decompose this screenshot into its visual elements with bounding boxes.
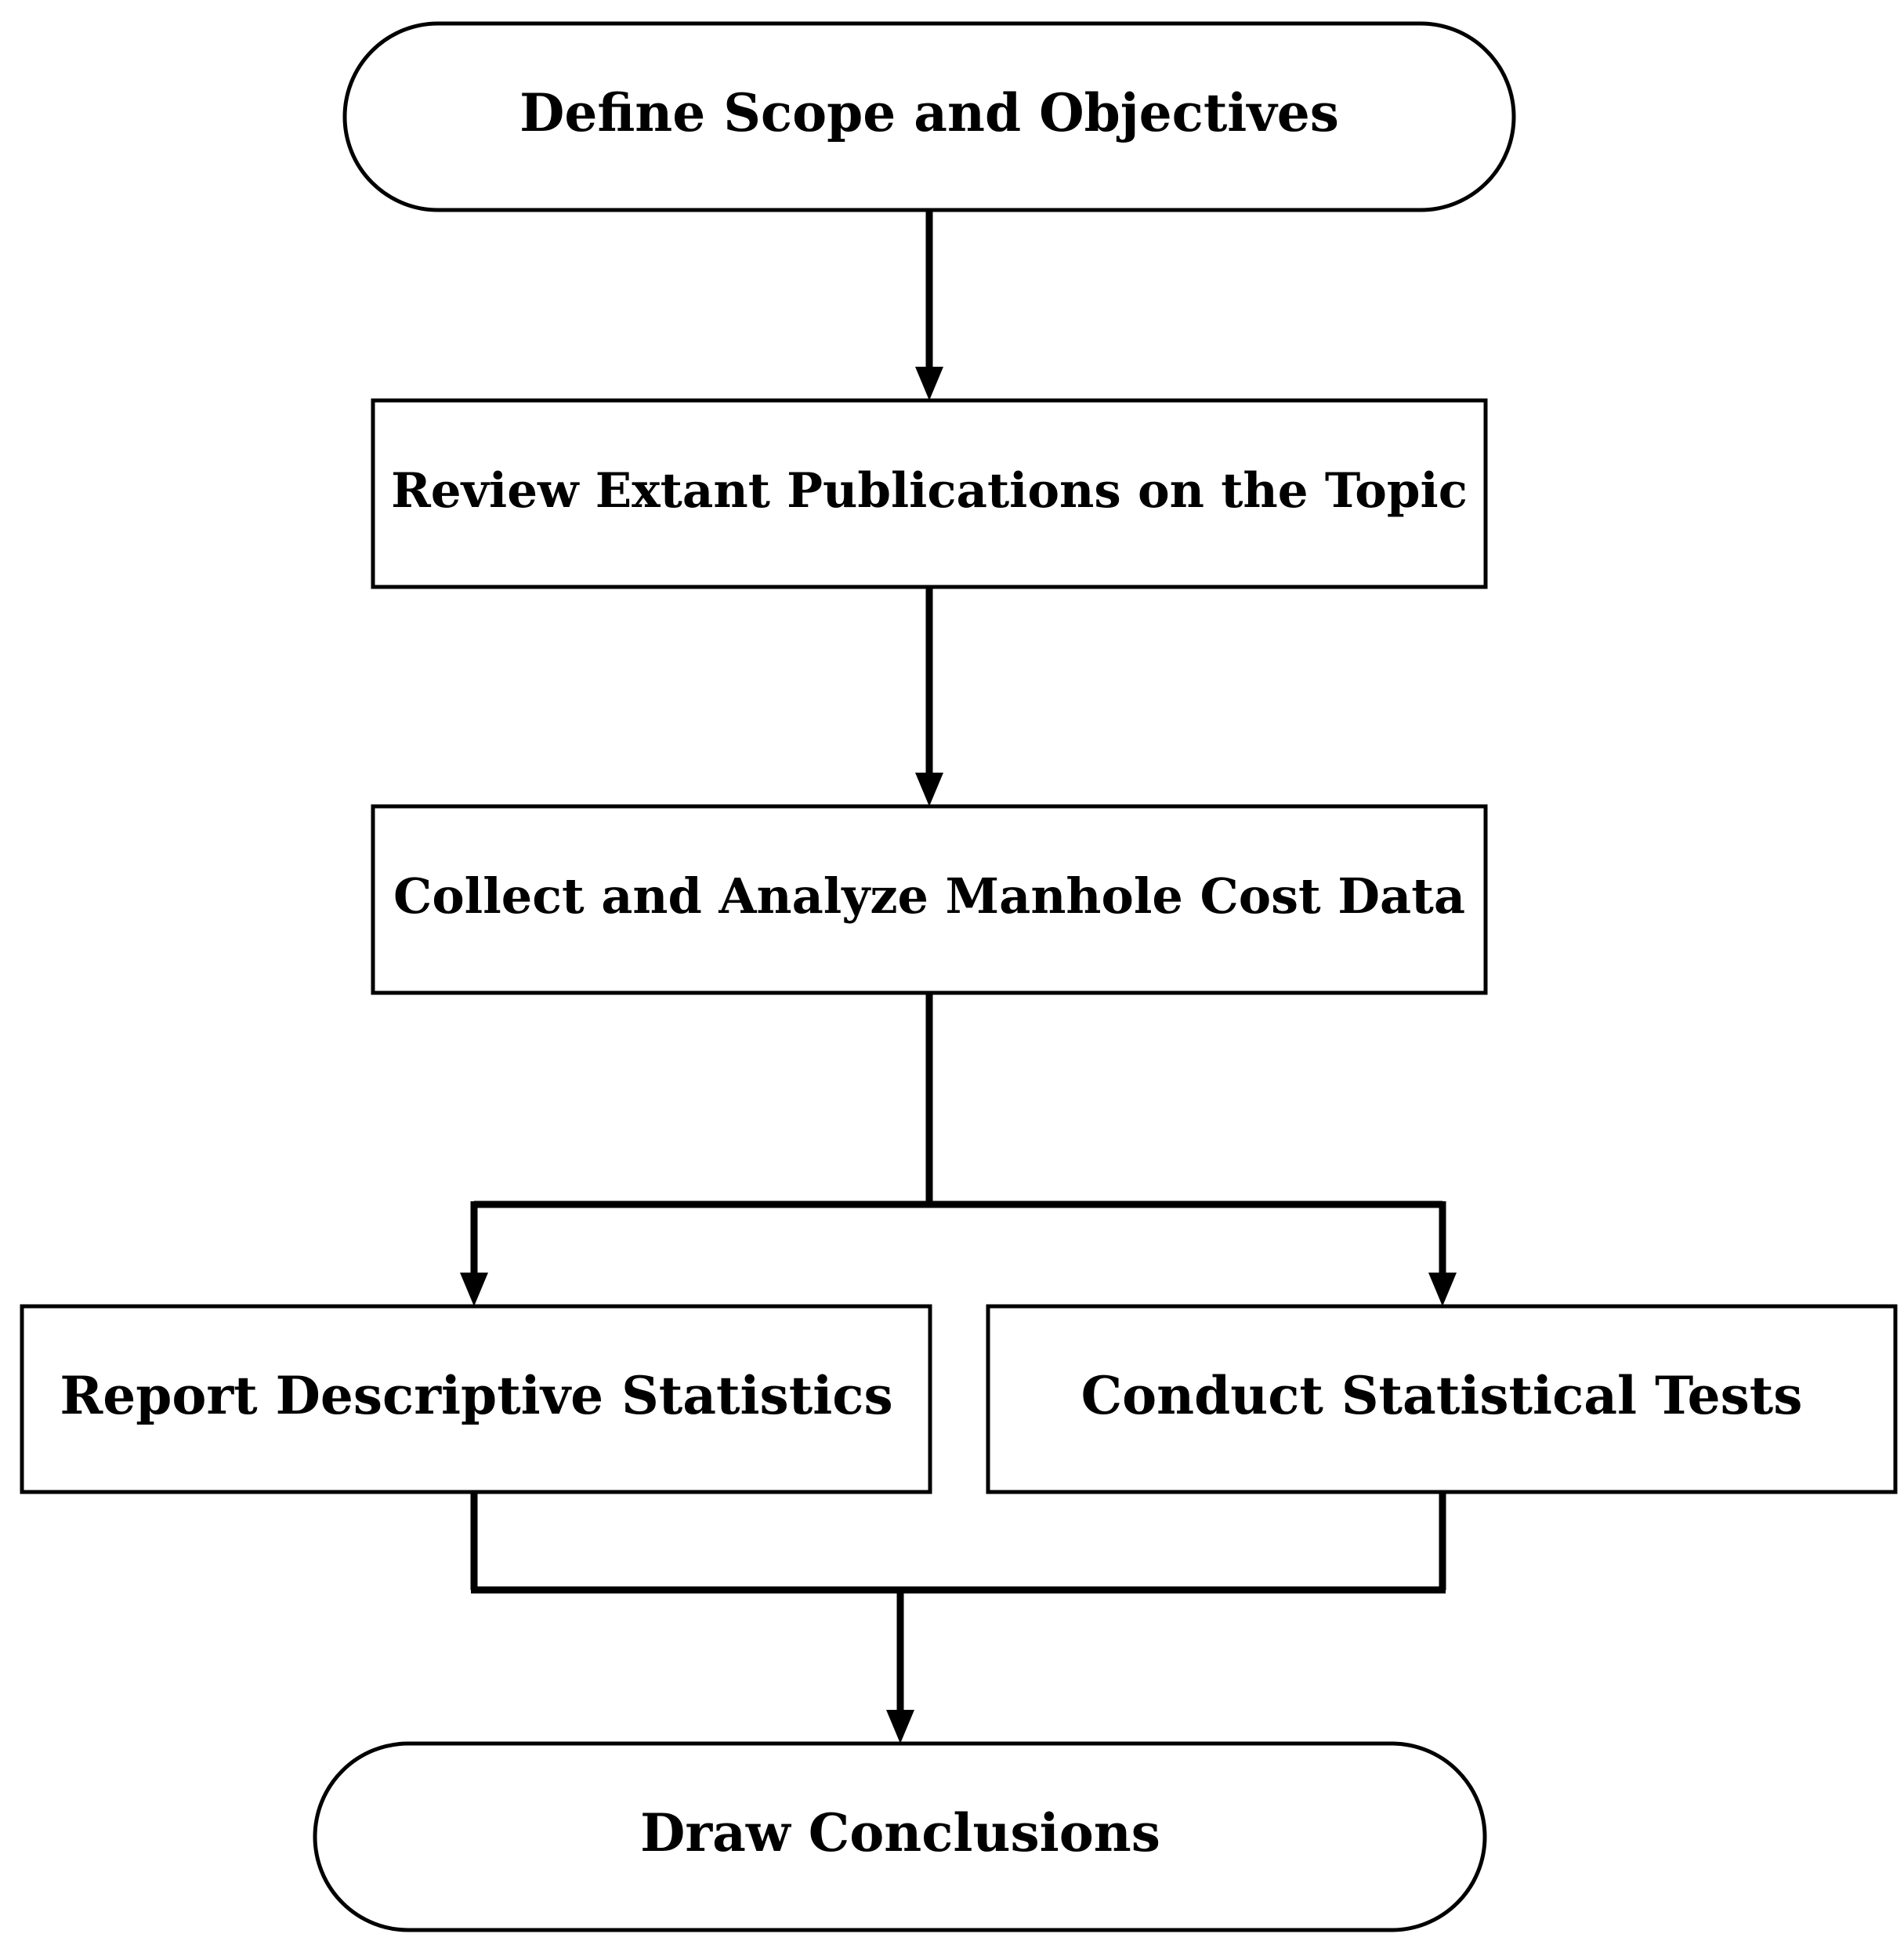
node-collect-analyze: Collect and Analyze Manhole Cost Data [371, 804, 1488, 995]
node-label-report-statistics: Report Descriptive Statistics [60, 1365, 892, 1426]
connectors [460, 210, 1457, 1744]
node-draw-conclusions: Draw Conclusions [313, 1741, 1487, 1932]
node-review-publications: Review Extant Publications on the Topic [371, 398, 1488, 589]
node-define-scope: Define Scope and Objectives [342, 21, 1516, 212]
arrowhead-conduct [1428, 1273, 1457, 1306]
process-shape [371, 804, 1488, 995]
node-report-statistics: Report Descriptive Statistics [20, 1304, 932, 1494]
process-shape [986, 1304, 1898, 1494]
process-shape [20, 1304, 932, 1494]
terminator-shape [342, 21, 1516, 212]
node-label-collect-analyze: Collect and Analyze Manhole Cost Data [393, 867, 1465, 925]
arrowhead-report [460, 1273, 488, 1306]
process-shape [371, 398, 1488, 589]
terminator-shape [313, 1741, 1487, 1932]
node-label-define-scope: Define Scope and Objectives [519, 82, 1339, 143]
node-label-conduct-tests: Conduct Statistical Tests [1081, 1365, 1803, 1426]
arrowhead-review [915, 367, 943, 400]
arrowhead-conclusions [886, 1710, 914, 1744]
node-conduct-tests: Conduct Statistical Tests [986, 1304, 1898, 1494]
node-label-draw-conclusions: Draw Conclusions [640, 1802, 1160, 1863]
node-label-review-publications: Review Extant Publications on the Topic [391, 463, 1468, 519]
arrowhead-collect [915, 773, 943, 806]
